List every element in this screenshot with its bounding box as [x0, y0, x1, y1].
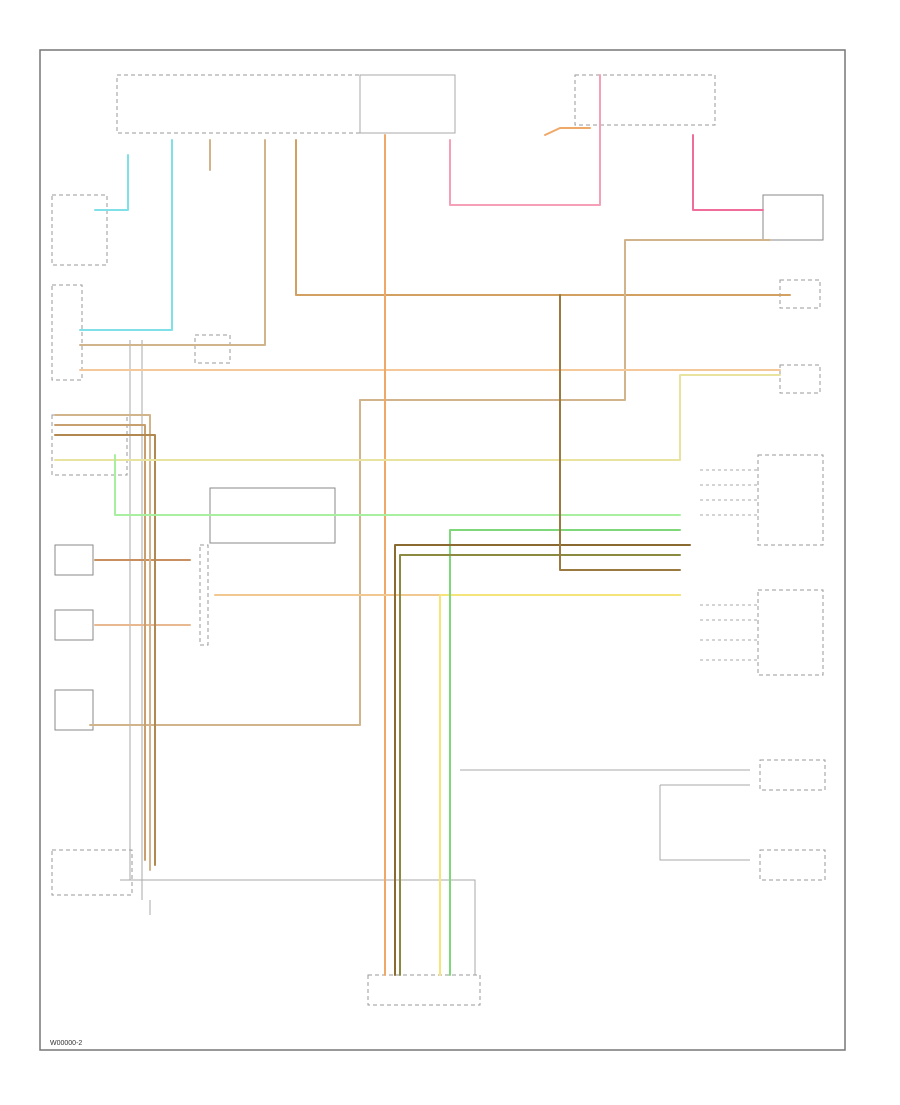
- connector-bottom: [367, 974, 481, 1006]
- wire-tan-2: [79, 139, 266, 346]
- underhood-fuse-block: [574, 74, 716, 126]
- component-right-6: [759, 759, 826, 791]
- wire-pink-1: [449, 74, 601, 206]
- wire-cyan-1: [94, 154, 129, 211]
- wire-orange-short: [544, 127, 591, 136]
- component-left-1: [51, 194, 108, 266]
- connector-left-column: [51, 284, 83, 381]
- wire-harness-2: [54, 424, 146, 861]
- wire-olive-1: [399, 554, 681, 976]
- component-left-6: [51, 849, 133, 896]
- component-left-5: [54, 689, 94, 731]
- thin-wires: [120, 340, 750, 975]
- footer-code: W00000-2: [50, 1040, 82, 1047]
- wire-lightgreen-1: [114, 454, 681, 516]
- component-left-4: [54, 609, 94, 641]
- wire-olive-2: [394, 544, 691, 976]
- component-right-1: [762, 194, 824, 241]
- wire-cyan-2: [79, 139, 173, 331]
- pin-stubs-right: [700, 469, 758, 661]
- wire-harness-1: [54, 414, 151, 871]
- relay-center: [194, 334, 231, 364]
- fuse-block-right: [359, 74, 456, 134]
- component-right-7: [759, 849, 826, 881]
- wire-brown-2: [559, 294, 681, 571]
- wire-tan-3: [359, 239, 771, 401]
- wire-green-1: [449, 529, 681, 976]
- connector-center: [199, 544, 209, 646]
- fuse-block-top: [116, 74, 361, 134]
- component-left-3: [54, 544, 94, 576]
- component-right-5: [757, 589, 824, 676]
- diagram-frame: [39, 49, 846, 1051]
- wire-tan-main: [295, 139, 791, 296]
- wire-khaki-1: [54, 374, 781, 461]
- component-right-4: [757, 454, 824, 546]
- component-right-3: [779, 364, 821, 394]
- wire-tan-4: [89, 399, 361, 726]
- wire-yellow-1: [439, 594, 681, 976]
- wire-pink-2: [692, 134, 764, 211]
- wire-harness-3: [54, 434, 156, 866]
